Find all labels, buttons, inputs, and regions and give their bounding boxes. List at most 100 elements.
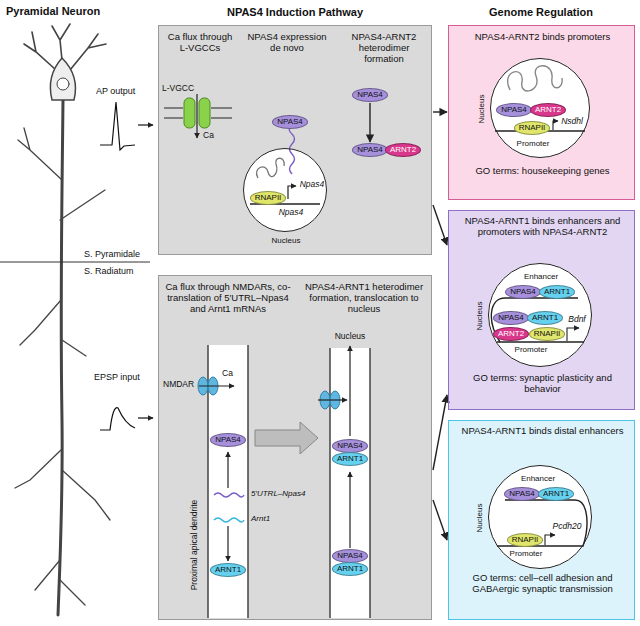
panel-text: NPAS4-ARNT1 heterodimer formation, trans… xyxy=(299,282,429,315)
column-title: Genome Regulation xyxy=(489,6,593,19)
protein-oval: NPAS4 xyxy=(505,285,541,299)
drawing-path xyxy=(100,408,135,430)
drawing-path xyxy=(255,422,318,454)
drawing-path xyxy=(553,121,558,130)
drawing-path xyxy=(214,493,244,497)
pathway-panel: Ca flux through L-VGCCsNPAS4 expression … xyxy=(158,25,432,255)
label: EPSP input xyxy=(94,372,140,382)
drawing-path xyxy=(288,186,296,199)
drawing-rect xyxy=(158,275,432,620)
label: S. Radiatum xyxy=(84,266,134,276)
protein-name: NPAS4 xyxy=(498,313,524,323)
panel-text: GO terms: housekeeping genes xyxy=(455,166,630,177)
protein-name: ARNT1 xyxy=(337,564,363,574)
drawing-circle xyxy=(488,465,592,569)
protein-oval: RNAPII xyxy=(250,191,287,205)
protein-name: ARNT2 xyxy=(390,145,416,155)
drawing-path xyxy=(545,535,555,545)
panel-text: NPAS4-ARNT2 heterodimer formation xyxy=(339,32,429,65)
panel-text: NPAS4-ARNT1 binds enhancers and promoter… xyxy=(455,216,630,238)
column-title: NPAS4 Induction Pathway xyxy=(227,6,363,19)
protein-oval: RNAPII xyxy=(507,533,544,547)
drawing-path xyxy=(491,298,578,342)
protein-name: ARNT1 xyxy=(543,489,569,499)
protein-oval: ARNT1 xyxy=(332,452,368,466)
protein-name: RNAPII xyxy=(512,535,539,545)
protein-name: NPAS4 xyxy=(509,489,535,499)
drawing-path xyxy=(497,341,584,342)
protein-name: NPAS4 xyxy=(215,435,241,445)
drawing-path xyxy=(370,102,371,143)
protein-name: NPAS4 xyxy=(510,287,536,297)
protein-oval: ARNT1 xyxy=(539,285,575,299)
protein-name: NPAS4 xyxy=(501,105,527,115)
top-nucleus-art xyxy=(250,102,370,204)
protein-name: NPAS4 xyxy=(357,145,383,155)
protein-name: RNAPII xyxy=(519,123,546,133)
arrow-connector xyxy=(433,500,447,540)
panel-text: GO terms: cell–cell adhesion and GABAerg… xyxy=(455,573,630,595)
drawing-path xyxy=(100,102,135,150)
drawing-path xyxy=(508,66,563,91)
label: Ca xyxy=(222,369,233,379)
panel-grounds xyxy=(158,25,635,620)
drawing-rect xyxy=(448,420,635,620)
nucleus-text: Pcdh20 xyxy=(553,522,582,532)
protein-oval: ARNT1 xyxy=(210,563,246,577)
protein-oval: NPAS4 xyxy=(272,115,308,129)
drawing-circle xyxy=(243,148,327,232)
arrow-connector xyxy=(433,111,447,112)
nucleus-circle: NucleusEnhancerPromoterPcdh20NPAS4ARNT1R… xyxy=(488,465,592,569)
protein-name: NPAS4 xyxy=(277,117,303,127)
protein-oval: NPAS4 xyxy=(352,88,388,102)
drawing-path xyxy=(257,158,285,178)
nucleus-circle: NucleusPromoterNsdhlNPAS4ARNT2RNAPII xyxy=(490,58,590,158)
drawing-path xyxy=(227,526,228,561)
nucleus-text: Nucleus xyxy=(477,95,486,124)
protein-oval: ARNT2 xyxy=(493,327,529,341)
protein-name: NPAS4 xyxy=(337,441,363,451)
protein-name: ARNT1 xyxy=(532,313,558,323)
drawing-path xyxy=(138,417,153,418)
drawing-path xyxy=(15,128,110,605)
arrow-connector xyxy=(433,205,447,245)
panel-text: NPAS4-ARNT1 binds distal enhancers xyxy=(455,426,630,437)
drawing-line xyxy=(0,262,150,263)
protein-oval: ARNT2 xyxy=(530,103,566,117)
label: Ca xyxy=(203,131,214,141)
protein-oval: NPAS4 xyxy=(210,433,246,447)
protein-name: ARNT1 xyxy=(337,454,363,464)
drawing-path xyxy=(289,126,294,174)
drawing-path xyxy=(318,399,347,400)
drawing-rect xyxy=(448,210,635,410)
drawing-circle xyxy=(57,78,69,90)
drawing-path xyxy=(138,124,153,125)
nucleus-text: Promoter xyxy=(515,345,548,354)
protein-name: RNAPII xyxy=(534,329,561,339)
nucleus-text: Enhancer xyxy=(524,272,558,281)
label: L-VGCC xyxy=(162,84,194,94)
protein-oval: NPAS4 xyxy=(352,143,388,157)
protein-name: NPAS4 xyxy=(357,90,383,100)
label: AP output xyxy=(96,86,135,96)
nucleus-text: Enhancer xyxy=(521,474,555,483)
label: Nucleus xyxy=(335,332,366,342)
drawing-path xyxy=(214,518,244,522)
drawing-rect xyxy=(184,98,195,128)
drawing-path xyxy=(196,94,197,138)
nucleus-text: Nucleus xyxy=(475,504,484,533)
column-title: Pyramidal Neuron xyxy=(6,5,100,18)
nucleus-text: Nucleus xyxy=(475,302,484,331)
nucleus-circle: Npas4Npas4NucleusRNAPII xyxy=(243,148,327,232)
protein-name: ARNT2 xyxy=(535,105,561,115)
drawing-rect xyxy=(448,25,635,200)
protein-oval: RNAPII xyxy=(529,327,566,341)
protein-name: NPAS4 xyxy=(337,551,363,561)
protein-oval: ARNT2 xyxy=(385,143,421,157)
layer-boundary xyxy=(0,262,150,263)
label: Proximal apical dendrite xyxy=(190,500,200,591)
nucleus-text: Npas4 xyxy=(300,180,325,190)
nucleus-text: Promoter xyxy=(510,549,543,558)
protein-name: RNAPII xyxy=(255,193,282,203)
nucleus-text: Bdnf xyxy=(568,315,586,325)
